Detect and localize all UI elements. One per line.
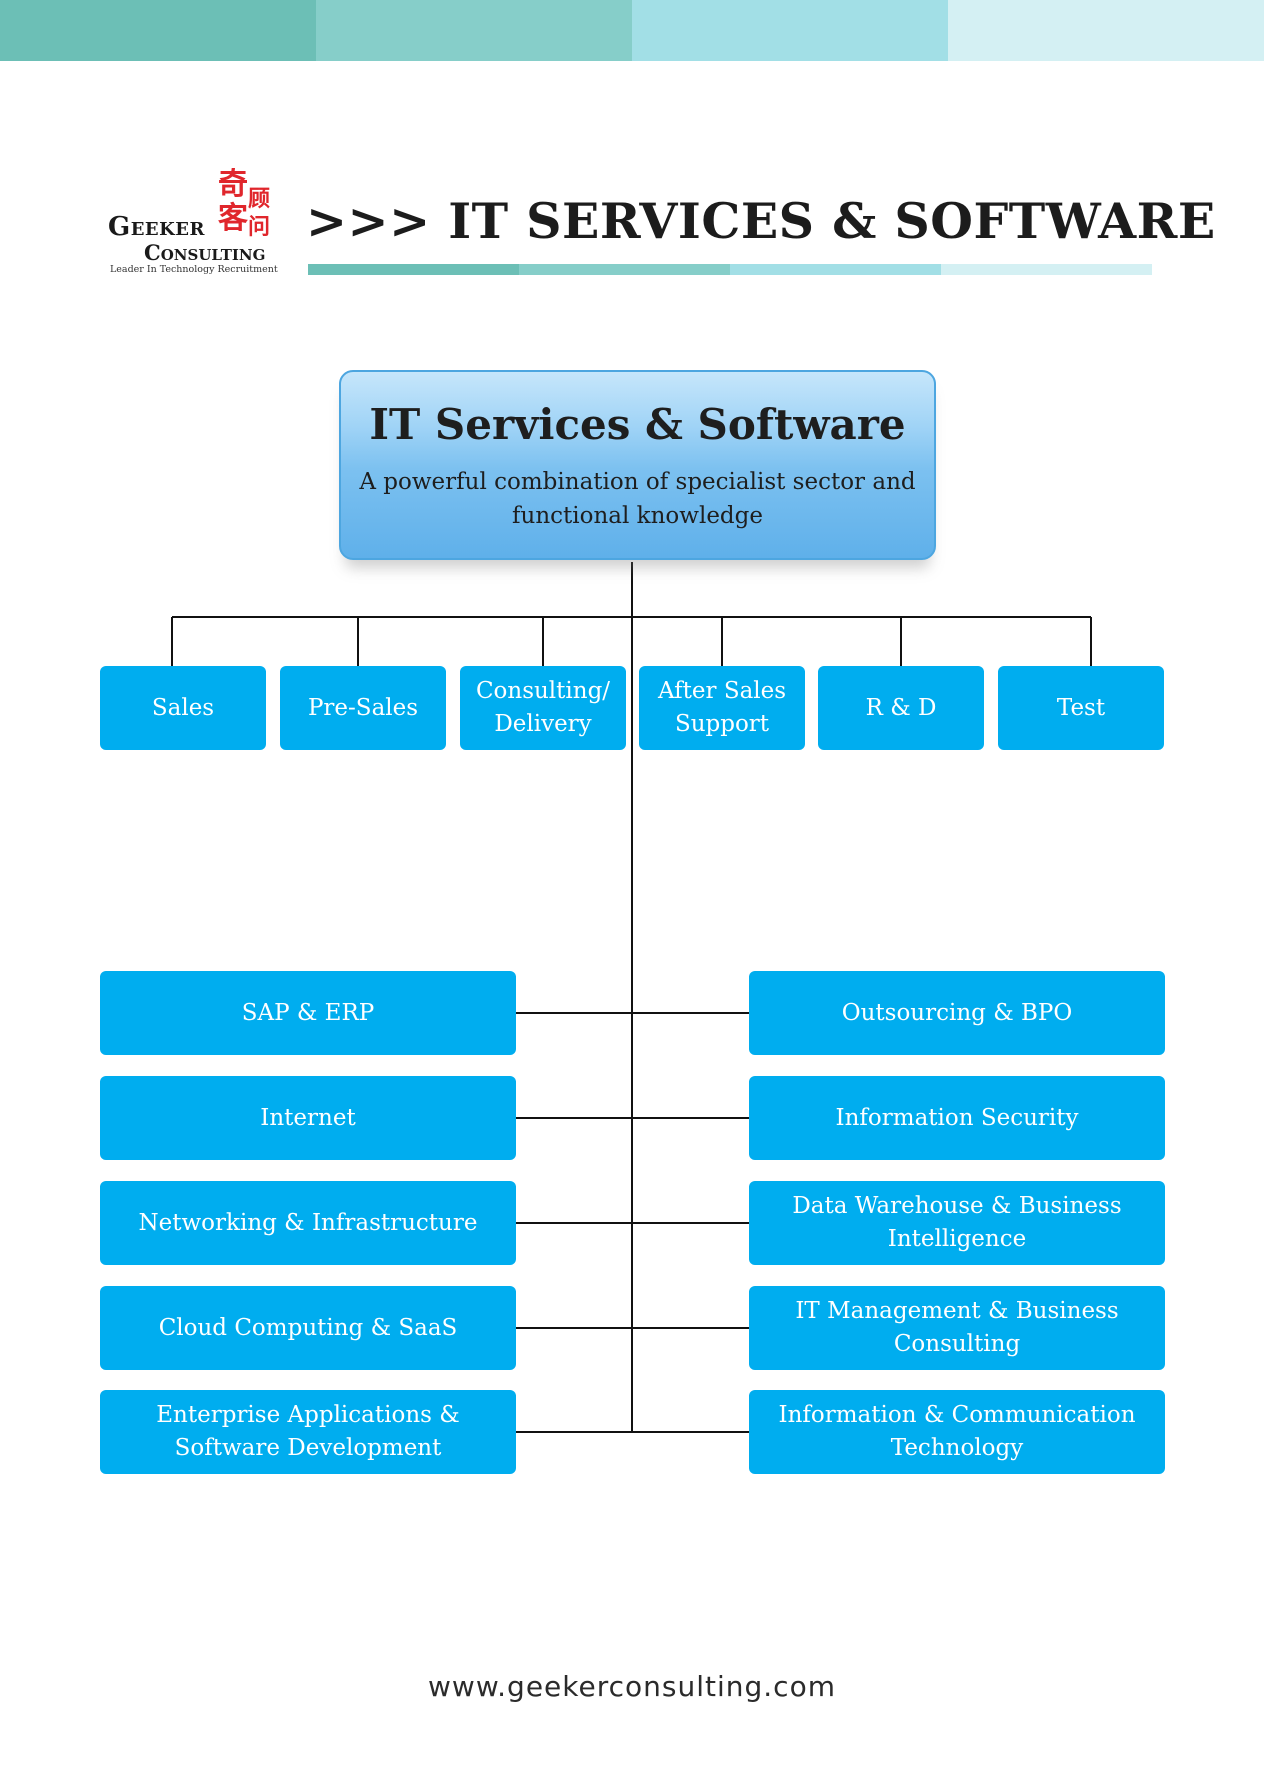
logo-name-line2: Consulting <box>144 240 266 265</box>
sector-node-enterprise-applications: Enterprise Applications & Software Devel… <box>100 1390 516 1474</box>
top-bar-segment-1 <box>0 0 316 61</box>
function-node-test: Test <box>998 666 1164 750</box>
root-node: IT Services & Software A powerful combin… <box>339 370 936 560</box>
top-bar-segment-4 <box>948 0 1264 61</box>
footer-website-url: www.geekerconsulting.com <box>428 1670 836 1703</box>
page-title: >>> IT SERVICES & SOFTWARE <box>306 192 1216 250</box>
function-node-sales: Sales <box>100 666 266 750</box>
function-node-after-sales-support: After Sales Support <box>639 666 805 750</box>
sector-node-sap-erp: SAP & ERP <box>100 971 516 1055</box>
function-node-consulting-delivery: Consulting/ Delivery <box>460 666 626 750</box>
root-node-subtitle: A powerful combination of specialist sec… <box>359 469 916 529</box>
title-bar-segment-4 <box>941 264 1152 275</box>
title-underline-bar <box>308 264 1152 275</box>
logo-chinese-char-1: 奇 <box>218 167 248 202</box>
sector-node-it-management-consulting: IT Management & Business Consulting <box>749 1286 1165 1370</box>
title-bar-segment-1 <box>308 264 519 275</box>
top-bar-segment-2 <box>316 0 632 61</box>
sector-node-ict: Information & Communication Technology <box>749 1390 1165 1474</box>
logo-chinese-char-2: 顾 <box>248 186 271 212</box>
top-bar-segment-3 <box>632 0 948 61</box>
logo-chinese-char-3: 客 <box>218 201 248 236</box>
function-node-presales: Pre-Sales <box>280 666 446 750</box>
root-node-title: IT Services & Software <box>369 400 906 449</box>
title-bar-segment-3 <box>730 264 941 275</box>
title-bar-segment-2 <box>519 264 730 275</box>
logo-name-line1: Geeker <box>108 212 205 242</box>
logo-tagline: Leader In Technology Recruitment <box>110 264 278 275</box>
function-node-rnd: R & D <box>818 666 984 750</box>
sector-node-networking-infrastructure: Networking & Infrastructure <box>100 1181 516 1265</box>
logo-chinese-char-4: 问 <box>248 214 271 240</box>
sector-node-cloud-computing-saas: Cloud Computing & SaaS <box>100 1286 516 1370</box>
sector-node-data-warehouse-bi: Data Warehouse & Business Intelligence <box>749 1181 1165 1265</box>
company-logo: 奇 顾 客 问 Geeker Consulting Leader In Tech… <box>104 168 284 280</box>
sector-node-outsourcing-bpo: Outsourcing & BPO <box>749 971 1165 1055</box>
sector-node-information-security: Information Security <box>749 1076 1165 1160</box>
top-color-bar <box>0 0 1264 61</box>
sector-node-internet: Internet <box>100 1076 516 1160</box>
